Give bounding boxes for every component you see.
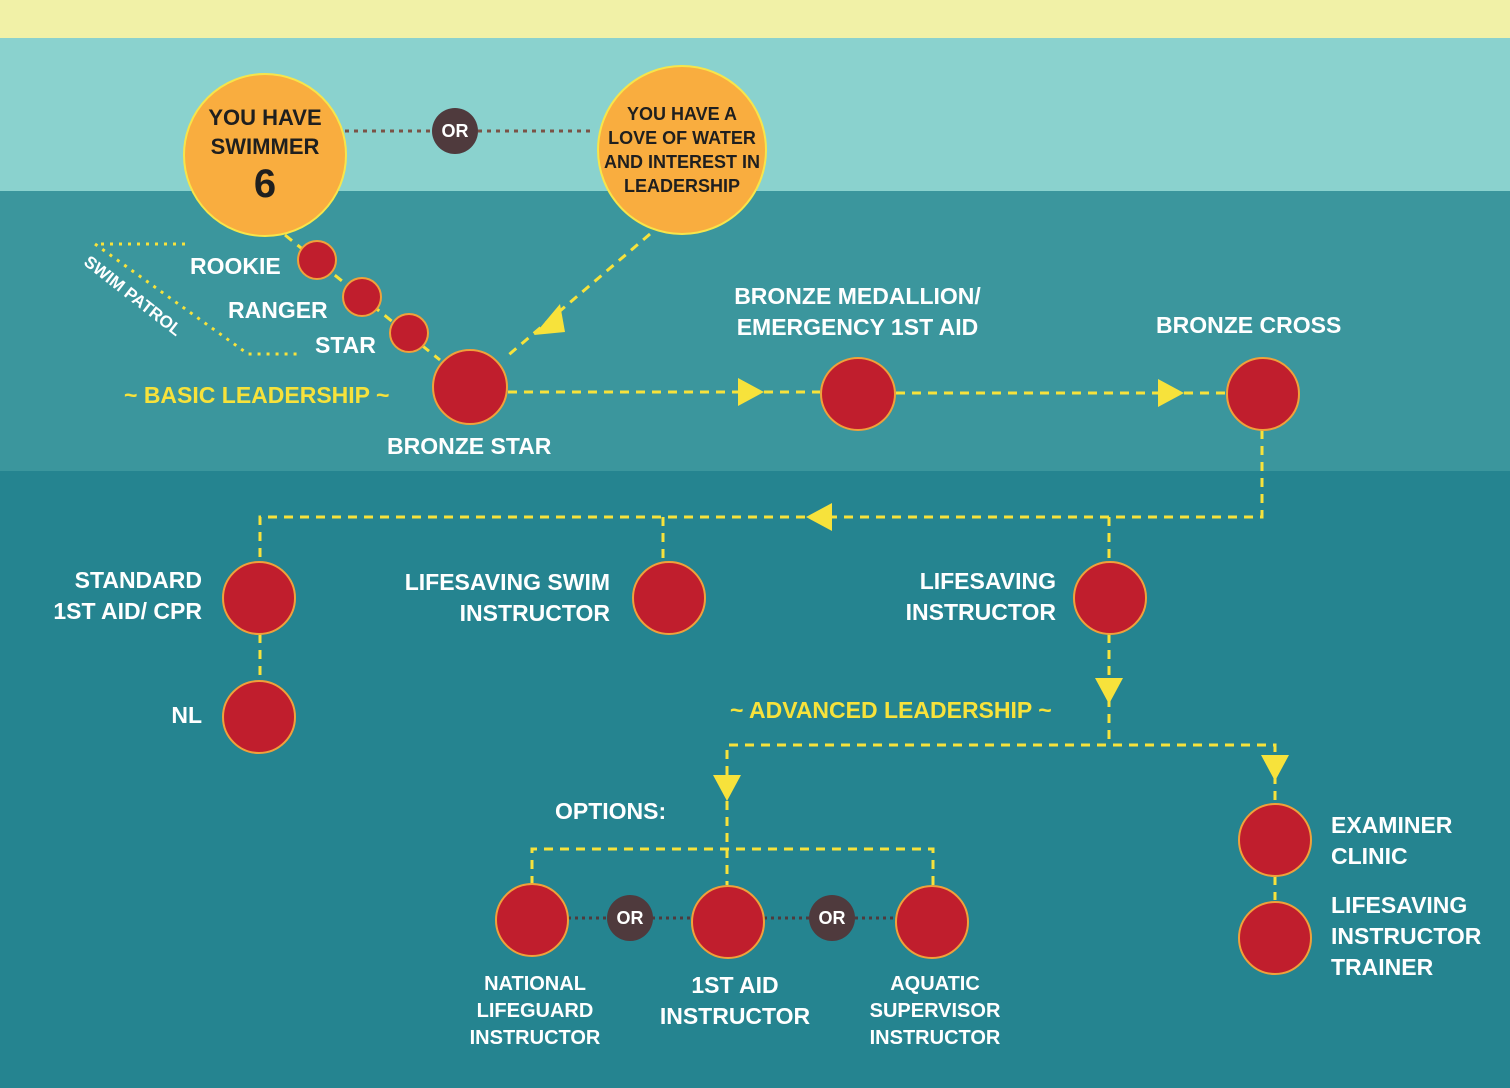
advanced-split: [725, 743, 1277, 800]
lifesaving-instructor-line2: INSTRUCTOR: [905, 599, 1056, 625]
love-line1: YOU HAVE A: [626, 104, 737, 124]
node-aquatic-supervisor-instructor: [895, 885, 969, 959]
examiner-clinic-line2: CLINIC: [1331, 843, 1408, 869]
node-bronze-star: [432, 349, 508, 425]
asi-line2: SUPERVISOR: [869, 1000, 1001, 1022]
label-bronze-star: BRONZE STAR: [387, 433, 552, 459]
node-examiner-clinic: [1238, 803, 1312, 877]
or-badge-option-2: OR: [809, 895, 855, 941]
label-lifesaving-instructor: LIFESAVING INSTRUCTOR: [880, 566, 1056, 628]
label-rookie: ROOKIE: [190, 253, 281, 279]
label-bronze-cross: BRONZE CROSS: [1156, 312, 1342, 338]
fai-line2: INSTRUCTOR: [659, 1003, 811, 1029]
label-aquatic-supervisor-instructor: AQUATIC SUPERVISOR INSTRUCTOR: [855, 971, 1015, 1052]
node-bronze-medallion: [820, 357, 896, 431]
swim-instructor-line2: INSTRUCTOR: [459, 600, 610, 626]
node-rookie: [297, 240, 337, 280]
love-line3: AND INTEREST IN: [603, 152, 760, 172]
node-instructor-trainer: [1238, 901, 1312, 975]
start-swimmer-6: YOU HAVE SWIMMER 6: [183, 73, 347, 237]
swim-patrol-bracket: [90, 242, 300, 356]
label-swim-instructor: LIFESAVING SWIM INSTRUCTOR: [380, 567, 610, 629]
label-ranger: RANGER: [228, 297, 328, 323]
arrowhead-cross: [1158, 379, 1184, 407]
asi-line3: INSTRUCTOR: [869, 1027, 1001, 1049]
or-badge-start: OR: [432, 108, 478, 154]
label-national-lifeguard-instructor: NATIONAL LIFEGUARD INSTRUCTOR: [455, 971, 615, 1052]
swimmer-number: 6: [253, 162, 277, 206]
node-swim-instructor: [632, 561, 706, 635]
love-path-line: [504, 232, 651, 360]
arrowhead-left: [806, 503, 832, 531]
bronze-medallion-line2: EMERGENCY 1ST AID: [736, 314, 979, 340]
start-love-of-water: YOU HAVE A LOVE OF WATER AND INTEREST IN…: [597, 65, 767, 235]
node-bronze-cross: [1226, 357, 1300, 431]
arrowhead-advanced: [1095, 678, 1123, 704]
or-badge-option-1: OR: [607, 895, 653, 941]
options-bracket: [530, 847, 935, 885]
standard-first-aid-line2: 1ST AID/ CPR: [53, 598, 202, 624]
label-bronze-medallion: BRONZE MEDALLION/ EMERGENCY 1ST AID: [715, 281, 1000, 343]
label-nl: NL: [171, 702, 202, 728]
section-advanced-leadership: ~ ADVANCED LEADERSHIP ~: [730, 697, 1052, 723]
instructor-trainer-line3: TRAINER: [1331, 954, 1434, 980]
love-line2: LOVE OF WATER: [608, 128, 756, 148]
node-standard-first-aid: [222, 561, 296, 635]
node-first-aid-instructor: [691, 885, 765, 959]
arrowhead-medallion: [738, 378, 764, 406]
label-options: OPTIONS:: [555, 798, 667, 824]
top-band: [0, 0, 1510, 38]
node-nl: [222, 680, 296, 754]
love-line4: LEADERSHIP: [623, 176, 740, 196]
path-cross-to-level2: [258, 430, 1264, 562]
node-national-lifeguard-instructor: [495, 883, 569, 957]
section-basic-leadership: ~ BASIC LEADERSHIP ~: [124, 382, 390, 408]
node-ranger: [342, 277, 382, 317]
label-star: STAR: [315, 332, 376, 358]
instructor-trainer-line2: INSTRUCTOR: [1331, 923, 1482, 949]
arrowhead-to-bronze-star: [534, 304, 565, 335]
fai-line1: 1ST AID: [691, 972, 779, 998]
swimmer-line2: SWIMMER: [210, 134, 320, 159]
instructor-trainer-line1: LIFESAVING: [1331, 892, 1468, 918]
label-examiner-clinic: EXAMINER CLINIC: [1331, 810, 1452, 872]
arrowhead-examiner: [1261, 755, 1289, 781]
examiner-clinic-line1: EXAMINER: [1331, 812, 1453, 838]
asi-line1: AQUATIC: [890, 973, 980, 995]
node-lifesaving-instructor: [1073, 561, 1147, 635]
arrowhead-options: [713, 775, 741, 801]
nli-line2: LIFEGUARD: [476, 1000, 594, 1022]
swimmer-line1: YOU HAVE: [208, 105, 322, 130]
label-instructor-trainer: LIFESAVING INSTRUCTOR TRAINER: [1331, 890, 1481, 983]
bronze-medallion-line1: BRONZE MEDALLION/: [734, 283, 981, 309]
nli-line3: INSTRUCTOR: [469, 1027, 601, 1049]
standard-first-aid-line1: STANDARD: [74, 567, 202, 593]
nli-line1: NATIONAL: [484, 973, 586, 995]
label-first-aid-instructor: 1ST AID INSTRUCTOR: [650, 970, 820, 1032]
swim-instructor-line1: LIFESAVING SWIM: [404, 569, 610, 595]
node-star: [389, 313, 429, 353]
label-standard-first-aid: STANDARD 1ST AID/ CPR: [30, 565, 202, 627]
lifesaving-instructor-line1: LIFESAVING: [919, 568, 1056, 594]
